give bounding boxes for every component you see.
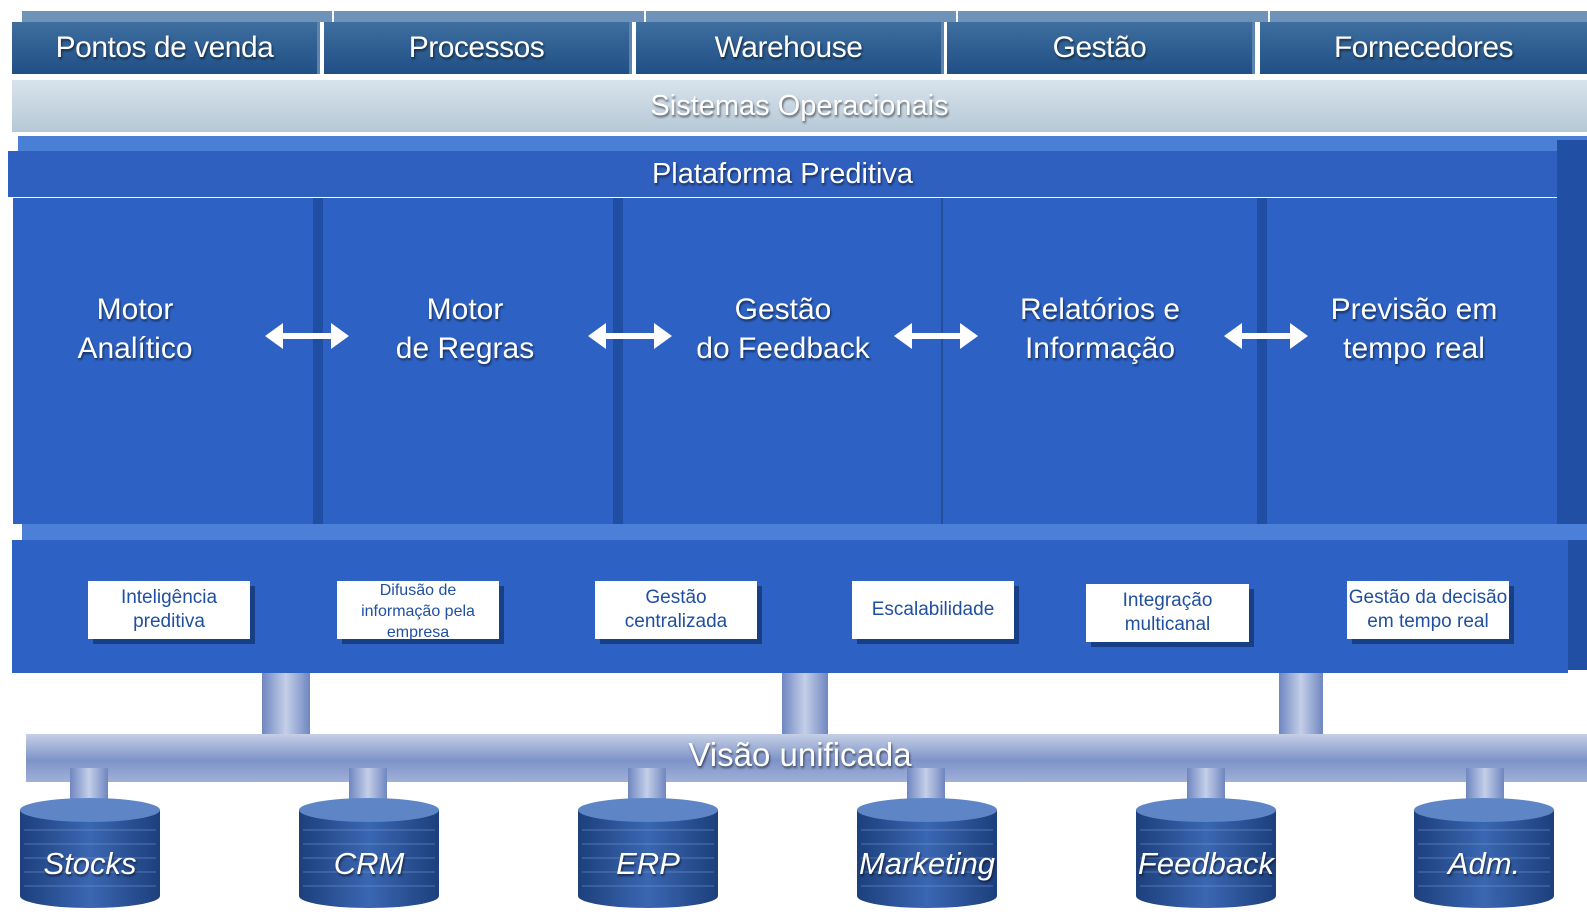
feature-line2: informação pela bbox=[361, 603, 475, 620]
database-label: ERP bbox=[616, 846, 680, 881]
platform-bevel bbox=[18, 136, 1587, 152]
tab-fornecedores: Fornecedores bbox=[1260, 22, 1587, 74]
database-cylinder-icon bbox=[578, 798, 718, 908]
feature-line2: preditiva bbox=[133, 611, 205, 632]
feature-gestao-centralizada: Gestão centralizada bbox=[595, 581, 757, 639]
tab-pontos-de-venda: Pontos de venda bbox=[12, 22, 320, 74]
module-line2: de Regras bbox=[395, 332, 535, 365]
module-line2: Analítico bbox=[77, 332, 193, 365]
database-erp: ERP bbox=[576, 796, 720, 910]
tab-label: Warehouse bbox=[714, 31, 863, 64]
module-gestao-do-feedback: Gestão do Feedback bbox=[623, 198, 941, 524]
database-label: Marketing bbox=[858, 846, 996, 881]
feature-line2: multicanal bbox=[1124, 614, 1211, 635]
tab-bevel bbox=[22, 11, 332, 22]
database-cylinder-icon bbox=[1414, 798, 1554, 908]
module-divider bbox=[941, 198, 943, 524]
database-label: Stocks bbox=[43, 846, 137, 881]
tab-label: Processos bbox=[408, 31, 545, 64]
operational-systems-band: Sistemas Operacionais bbox=[12, 80, 1587, 132]
module-divider bbox=[1257, 198, 1267, 524]
tab-label: Fornecedores bbox=[1333, 31, 1514, 64]
database-feedback: Feedback bbox=[1134, 796, 1278, 910]
module-line1: Gestão bbox=[734, 293, 832, 326]
module-line2: tempo real bbox=[1343, 332, 1485, 365]
module-line1: Motor bbox=[426, 293, 504, 326]
module-line1: Relatórios e bbox=[1019, 293, 1181, 326]
database-stocks: Stocks bbox=[18, 796, 162, 910]
database-marketing: Marketing bbox=[855, 796, 999, 910]
double-arrow-icon bbox=[894, 323, 978, 349]
database-crm: CRM bbox=[297, 796, 441, 910]
features-bevel bbox=[22, 524, 1587, 540]
tab-label: Pontos de venda bbox=[55, 31, 274, 64]
feature-line2: em tempo real bbox=[1367, 611, 1489, 632]
feature-inteligencia-preditiva: Inteligência preditiva bbox=[88, 581, 250, 639]
tab-bevel bbox=[1270, 11, 1587, 22]
feature-line1: Inteligência bbox=[120, 587, 218, 608]
module-previsao-em-tempo-real: Previsão em tempo real bbox=[1267, 198, 1557, 524]
feature-escalabilidade: Escalabilidade bbox=[852, 581, 1014, 639]
database-cylinder-icon bbox=[299, 798, 439, 908]
platform-header: Plataforma Preditiva bbox=[8, 151, 1557, 197]
feature-line1: Escalabilidade bbox=[871, 599, 995, 620]
feature-integracao-multicanal: Integração multicanal bbox=[1086, 584, 1249, 642]
database-cylinder-icon bbox=[857, 798, 997, 908]
feature-line1: Integração bbox=[1122, 590, 1213, 611]
feature-line1: Gestão da decisão bbox=[1348, 587, 1508, 608]
database-cylinder-icon bbox=[1136, 798, 1276, 908]
feature-line3: empresa bbox=[386, 624, 450, 639]
feature-difusao-de-informacao: Difusão de informação pela empresa bbox=[337, 581, 499, 639]
tab-label: Gestão bbox=[1052, 31, 1147, 64]
module-motor-de-regras: Motor de Regras bbox=[323, 198, 613, 524]
unified-view-bus bbox=[26, 734, 1587, 782]
module-divider bbox=[613, 198, 623, 524]
feature-line1: Gestão bbox=[645, 587, 707, 608]
module-line1: Previsão em bbox=[1330, 293, 1498, 326]
tab-bevel bbox=[646, 11, 956, 22]
module-line2: Informação bbox=[1024, 332, 1176, 365]
module-motor-analitico: Motor Analítico bbox=[13, 198, 313, 524]
unified-view-label: Visão unificada bbox=[688, 736, 912, 773]
module-line1: Motor bbox=[96, 293, 174, 326]
tab-gestao: Gestão bbox=[947, 22, 1255, 74]
feature-gestao-da-decisao: Gestão da decisão em tempo real bbox=[1347, 581, 1509, 639]
feature-line1: Difusão de bbox=[379, 582, 457, 599]
operational-systems-label: Sistemas Operacionais bbox=[650, 89, 949, 122]
features-band bbox=[12, 540, 1568, 673]
module-divider bbox=[313, 198, 323, 524]
platform-title: Plataforma Preditiva bbox=[651, 157, 914, 190]
tab-bevel bbox=[334, 11, 644, 22]
database-adm: Adm. bbox=[1412, 796, 1556, 910]
database-cylinder-icon bbox=[20, 798, 160, 908]
database-label: Feedback bbox=[1137, 846, 1275, 881]
double-arrow-icon bbox=[588, 323, 672, 349]
tab-warehouse: Warehouse bbox=[636, 22, 944, 74]
tab-bevel bbox=[958, 11, 1268, 22]
module-line2: do Feedback bbox=[696, 332, 870, 365]
tab-processos: Processos bbox=[324, 22, 632, 74]
double-arrow-icon bbox=[1224, 323, 1308, 349]
database-label: Adm. bbox=[1447, 846, 1521, 881]
feature-line2: centralizada bbox=[624, 611, 728, 632]
module-relatorios-e-informacao: Relatórios e Informação bbox=[943, 198, 1257, 524]
database-label: CRM bbox=[333, 846, 405, 881]
double-arrow-icon bbox=[265, 323, 349, 349]
